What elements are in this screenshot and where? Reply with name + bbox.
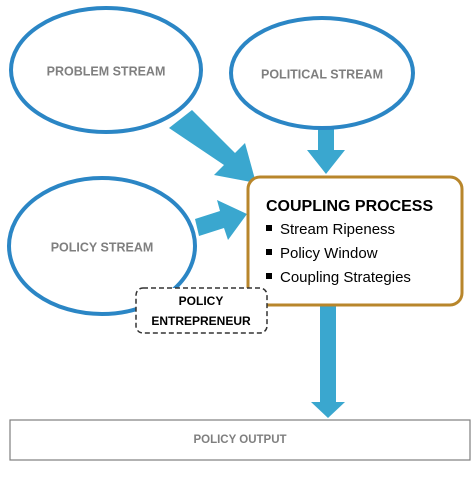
political-stream-label: POLITICAL STREAM [261, 67, 383, 81]
policy-output-label: POLICY OUTPUT [193, 434, 286, 446]
policy-entrepreneur-label-line1: POLICY [179, 294, 224, 308]
problem-stream-label: PROBLEM STREAM [47, 64, 166, 78]
policy-entrepreneur-box [135, 287, 268, 334]
arrow-coupling-to-output [311, 300, 345, 418]
arrow-problem-to-coupling [169, 110, 256, 183]
policy-stream-ellipse [7, 176, 197, 316]
political-stream: POLITICAL STREAM [229, 16, 415, 130]
coupling-process-title: COUPLING PROCESS [266, 198, 433, 215]
bullet-icon [266, 273, 272, 279]
policy-entrepreneur-label-line2: ENTREPRENEUR [151, 314, 251, 328]
policy-output-box [9, 419, 471, 461]
coupling-item-coupling-strategies: Coupling Strategies [280, 269, 411, 286]
bullet-icon [266, 249, 272, 255]
coupling-item-policy-window: Policy Window [280, 245, 378, 262]
political-stream-ellipse [229, 16, 415, 130]
coupling-item-stream-ripeness: Stream Ripeness [280, 221, 395, 238]
policy-output: POLICY OUTPUT [9, 419, 471, 461]
bullet-icon [266, 225, 272, 231]
problem-stream: PROBLEM STREAM [9, 6, 203, 134]
policy-stream-label: POLICY STREAM [51, 240, 154, 254]
arrow-political-to-coupling [307, 128, 345, 174]
policy-stream: POLICY STREAM [7, 176, 197, 316]
coupling-process: COUPLING PROCESS Stream Ripeness Policy … [246, 175, 464, 307]
coupling-process-box [246, 175, 464, 307]
problem-stream-ellipse [9, 6, 203, 134]
arrow-policy-to-coupling [195, 200, 247, 240]
policy-entrepreneur: POLICY ENTREPRENEUR [135, 287, 268, 334]
